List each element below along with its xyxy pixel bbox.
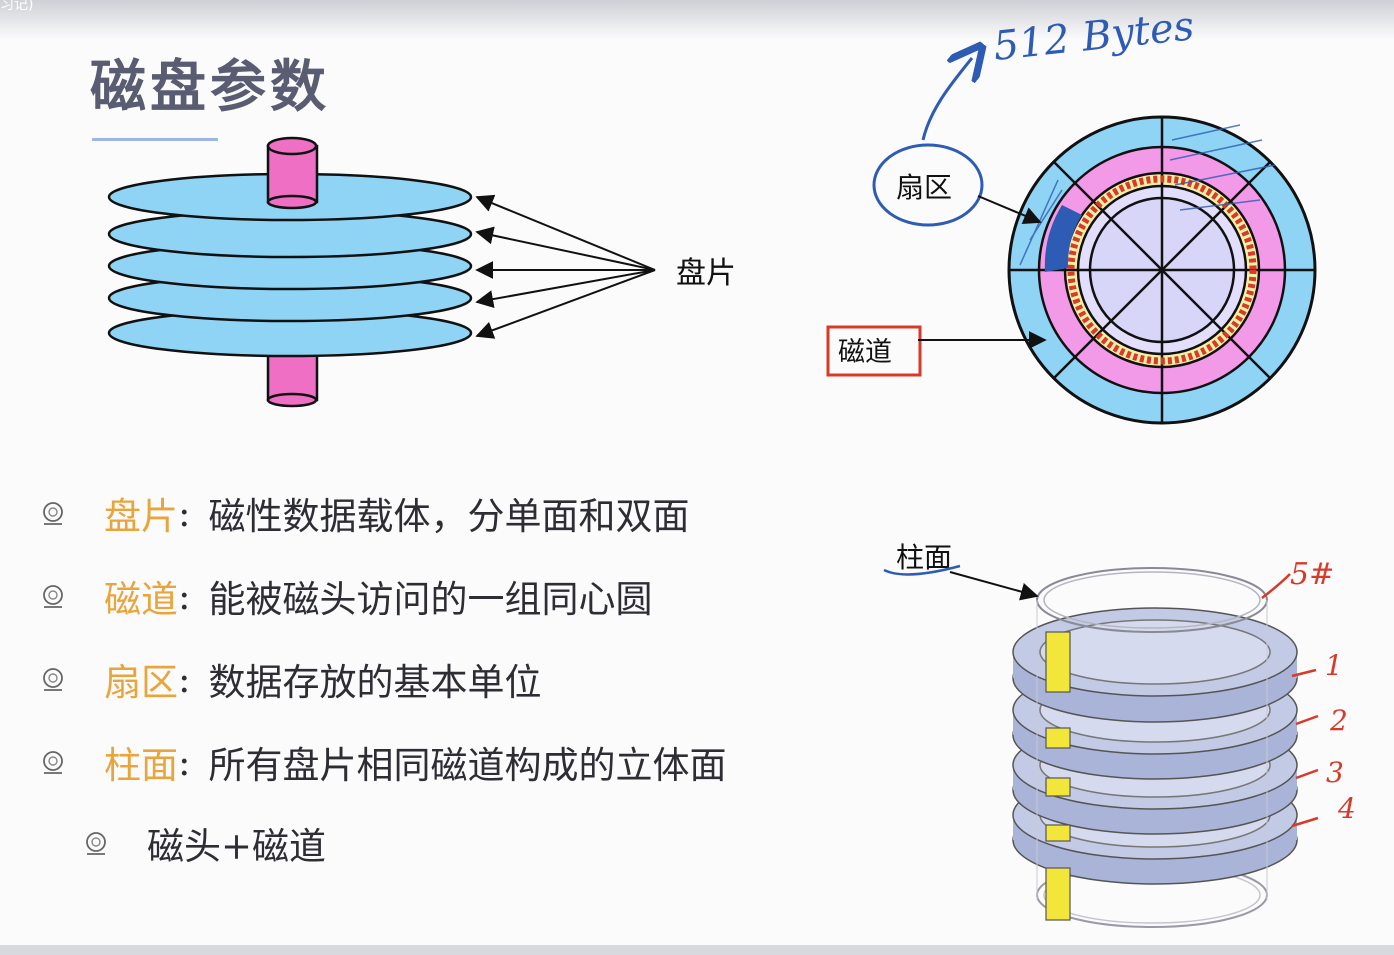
platter-arrows [475,194,656,339]
bullet-desc: 所有盘片相同磁道构成的立体面 [208,744,727,787]
cylinder-mark-4: 4 [1337,792,1356,825]
bullet-term: 磁道 [104,578,178,621]
bullet-desc: 磁性数据载体，分单面和双面 [208,495,690,538]
bullet-desc: 数据存放的基本单位 [208,661,542,704]
sub-bullet-text: 磁头+磁道 [147,825,327,868]
track-disk [1007,115,1317,425]
bullet-seal-icon [43,502,63,525]
head-bar [1045,631,1071,921]
cylinder-mark-1: 1 [1325,649,1343,682]
bottom-fade [0,945,1394,955]
cylinder-mark-2: 2 [1329,704,1348,737]
cylinder-mark-3: 3 [1326,756,1344,789]
bullet-item: 扇区 : 数据存放的基本单位 [40,652,726,706]
cylinder-stack [1012,567,1298,928]
track-box [826,325,922,377]
sector-bubble [872,143,984,227]
spindle-top [266,144,319,204]
track-label: 磁道 [838,337,892,368]
bullet-seal-icon [86,832,106,855]
bullet-seal-icon [43,751,63,774]
bullet-term: 柱面 [104,744,178,787]
sector-label: 扇区 [896,171,952,204]
bullet-desc: 能被磁头访问的一组同心圆 [208,578,653,621]
top-fade [0,0,1394,40]
cylinder-mark-5: 5# [1290,557,1334,592]
bullet-list: 盘片 : 磁性数据载体，分单面和双面 磁道 : 能被磁头访问的一组同心圆 扇区 … [40,486,726,818]
bullet-colon: : [178,657,191,701]
bullet-colon: : [178,574,191,618]
corner-caption: 习记) [0,0,34,13]
platter-label: 盘片 [676,256,736,291]
platter-stack [107,136,473,408]
bullet-term: 扇区 [104,661,178,704]
sub-bullet: 磁头+磁道 [83,816,326,870]
bullet-seal-icon [43,585,63,608]
bullet-item: 柱面 : 所有盘片相同磁道构成的立体面 [40,735,726,789]
bullet-item: 盘片 : 磁性数据载体，分单面和双面 [40,486,726,540]
sector-size-note: 512 Bytes [991,3,1196,70]
cylinder-label: 柱面 [896,541,952,574]
page-title: 磁盘参数 [90,54,330,120]
bullet-item: 磁道 : 能被磁头访问的一组同心圆 [40,569,726,623]
title-underline [92,138,218,141]
bullet-seal-icon [43,668,63,691]
bullet-term: 盘片 [104,495,178,538]
bullet-colon: : [178,740,191,784]
bullet-colon: : [178,491,191,535]
